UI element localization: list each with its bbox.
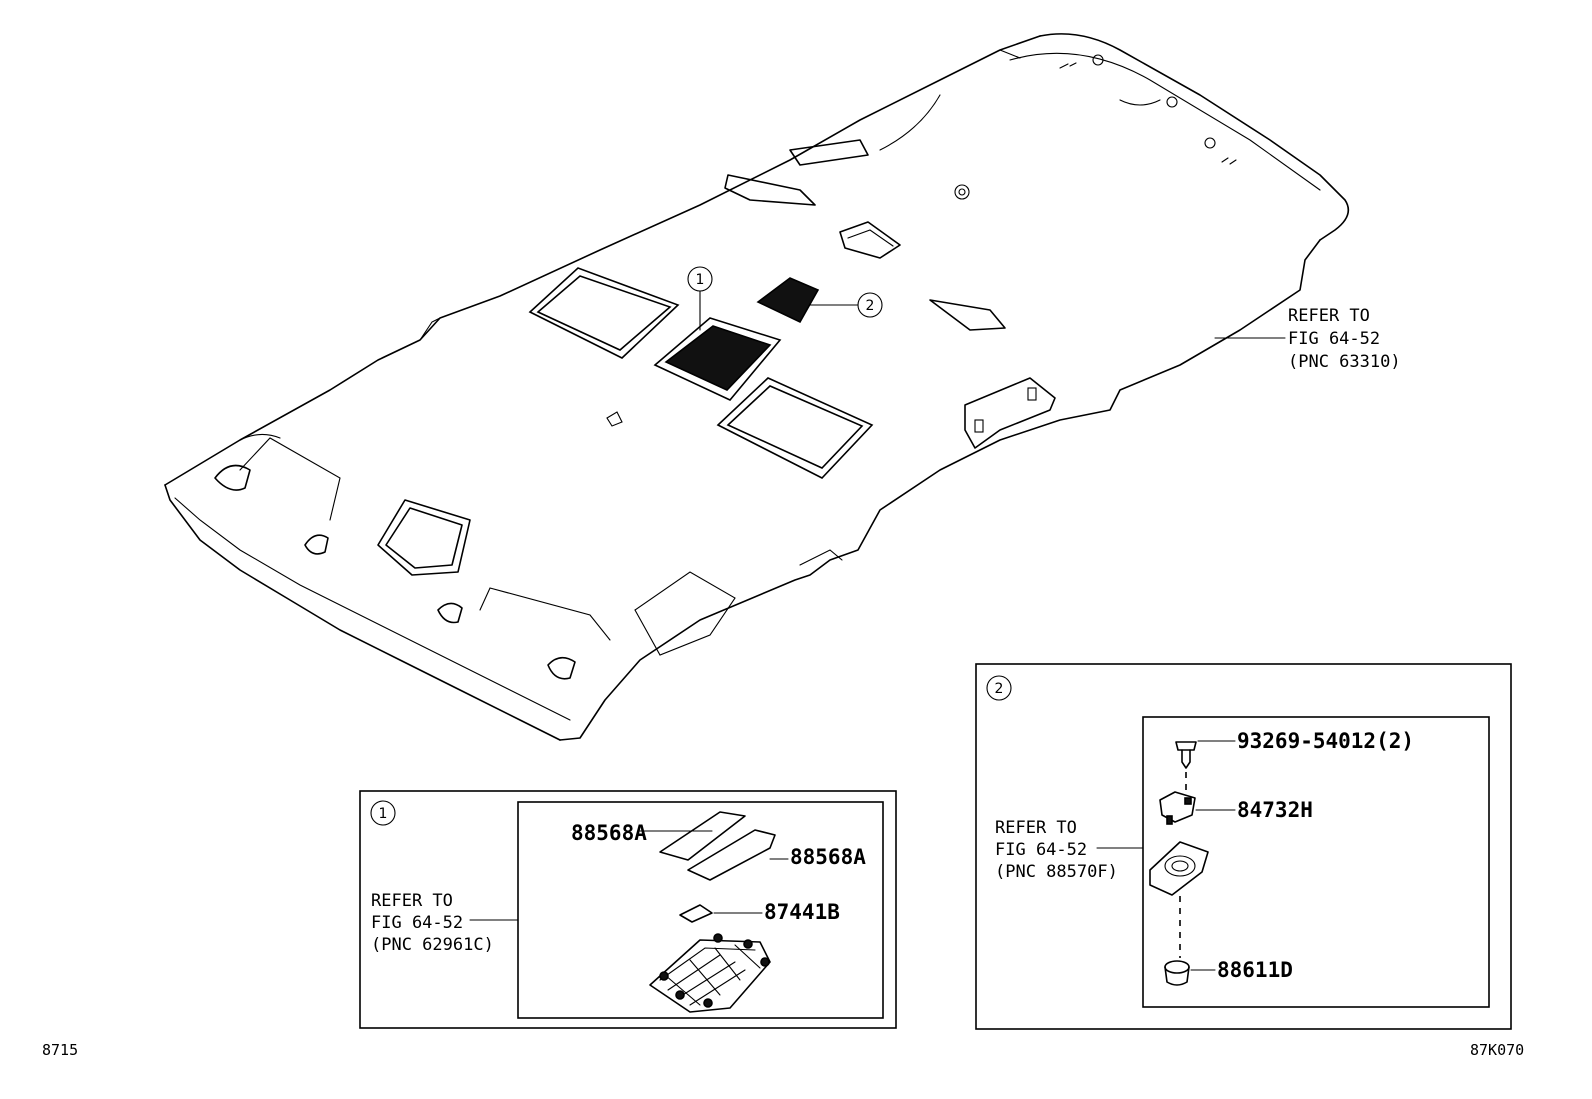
- part-88568a-first: 88568A: [571, 821, 647, 845]
- inset-one-refer-line2: FIG 64-52: [371, 913, 463, 933]
- figure-code-left: 8715: [42, 1041, 78, 1059]
- part-84732h: 84732H: [1237, 798, 1313, 822]
- callout-two-label: 2: [866, 298, 875, 314]
- inset-two-number: 2: [995, 681, 1004, 697]
- part-87441b: 87441B: [764, 900, 840, 924]
- callout-two: 2: [809, 292, 883, 318]
- headliner-outline: [164, 33, 1350, 741]
- inset-one-refer-line3: (PNC 62961C): [371, 935, 494, 955]
- room-lamp-area-two: [756, 277, 820, 324]
- inset-one: 1 REFER TO FIG 64-52 (PNC 62961C) 88568A…: [359, 790, 897, 1029]
- part-93269-54012: 93269-54012(2): [1237, 729, 1414, 753]
- main-refer-line1: REFER TO: [1288, 306, 1370, 326]
- callout-one-label: 1: [696, 272, 705, 288]
- figure-code-right: 87K070: [1470, 1041, 1524, 1059]
- inset-one-number: 1: [379, 806, 388, 822]
- inset-two: 2 REFER TO FIG 64-52 (PNC 88570F) 93269-…: [975, 663, 1512, 1030]
- part-88568a-second: 88568A: [790, 845, 866, 869]
- map-lamp-area-one: [664, 325, 772, 391]
- main-refer-note: REFER TO FIG 64-52 (PNC 63310): [1214, 306, 1401, 372]
- callout-one: 1: [687, 266, 713, 331]
- main-refer-line2: FIG 64-52: [1288, 329, 1380, 349]
- inset-one-refer-line1: REFER TO: [371, 891, 453, 911]
- inset-two-refer-line2: FIG 64-52: [995, 840, 1087, 860]
- main-refer-line3: (PNC 63310): [1288, 352, 1401, 372]
- part-88611d: 88611D: [1217, 958, 1293, 982]
- inset-two-refer-line1: REFER TO: [995, 818, 1077, 838]
- inset-two-refer-line3: (PNC 88570F): [995, 862, 1118, 882]
